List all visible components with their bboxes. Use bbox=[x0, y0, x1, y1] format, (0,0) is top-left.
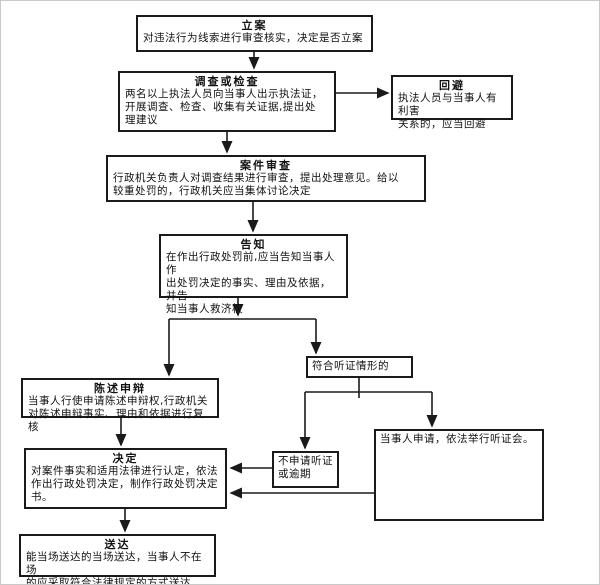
node-diaocha-body: 两名以上执法人员向当事人出示执法证， 开展调查、检查、收集有关证据,提出处 理建… bbox=[125, 88, 323, 126]
node-diaocha: 调查或检查 两名以上执法人员向当事人出示执法证， 开展调查、检查、收集有关证据,… bbox=[118, 71, 336, 132]
node-diaocha-title: 调查或检查 bbox=[194, 75, 260, 88]
node-songda-body: 能当场送达的当场送达，当事人不在场 的应采取符合法律规定的方式送达 bbox=[26, 551, 202, 585]
node-gaozhi-body: 在作出行政处罚前,应当告知当事人作 出处罚决定的事实、理由及依据，并告 知当事人… bbox=[166, 251, 335, 315]
node-lian-title: 立案 bbox=[241, 19, 268, 32]
node-bushenqing: 不申请听证 或逾期 bbox=[272, 451, 339, 488]
node-jueding-body: 对案件事实和适用法律进行认定，依法 作出行政处罚决定，制作行政处罚决定 书。 bbox=[31, 465, 218, 503]
node-huibi: 回避 执法人员与当事人有利害 关系的，应当回避 bbox=[391, 75, 513, 130]
node-jueding-title: 决定 bbox=[112, 452, 139, 465]
node-jueding: 决定 对案件事实和适用法律进行认定，依法 作出行政处罚决定，制作行政处罚决定 书… bbox=[24, 448, 227, 509]
node-tingzheng: 当事人申请，依法举行听证会。 bbox=[374, 429, 544, 521]
node-gaozhi-title: 告知 bbox=[240, 238, 267, 251]
node-anjian-title: 案件审查 bbox=[240, 159, 292, 172]
node-lian-body: 对违法行为线索进行审查核实，决定是否立案 bbox=[143, 32, 363, 44]
node-anjian-body: 行政机关负责人对调查结果进行审查，提出处理意见。给以 较重处罚的，行政机关应当集… bbox=[113, 172, 399, 197]
node-chenshu-title: 陈述申辩 bbox=[94, 382, 146, 395]
node-lian: 立案 对违法行为线索进行审查核实，决定是否立案 bbox=[136, 15, 373, 52]
node-anjian: 案件审查 行政机关负责人对调查结果进行审查，提出处理意见。给以 较重处罚的，行政… bbox=[106, 155, 426, 202]
node-huibi-body: 执法人员与当事人有利害 关系的，应当回避 bbox=[398, 92, 497, 130]
node-chenshu-body: 当事人行使申请陈述申辩权,行政机关 对陈述申辩事实、理由和依据进行复核 bbox=[28, 395, 208, 433]
node-songda: 送达 能当场送达的当场送达，当事人不在场 的应采取符合法律规定的方式送达 bbox=[19, 534, 216, 584]
node-fuhe: 符合听证情形的 bbox=[306, 356, 413, 378]
node-huibi-title: 回避 bbox=[439, 79, 465, 92]
node-chenshu: 陈述申辩 当事人行使申请陈述申辩权,行政机关 对陈述申辩事实、理由和依据进行复核 bbox=[21, 378, 219, 433]
node-gaozhi: 告知 在作出行政处罚前,应当告知当事人作 出处罚决定的事实、理由及依据，并告 知… bbox=[159, 234, 348, 315]
node-songda-title: 送达 bbox=[104, 538, 131, 551]
